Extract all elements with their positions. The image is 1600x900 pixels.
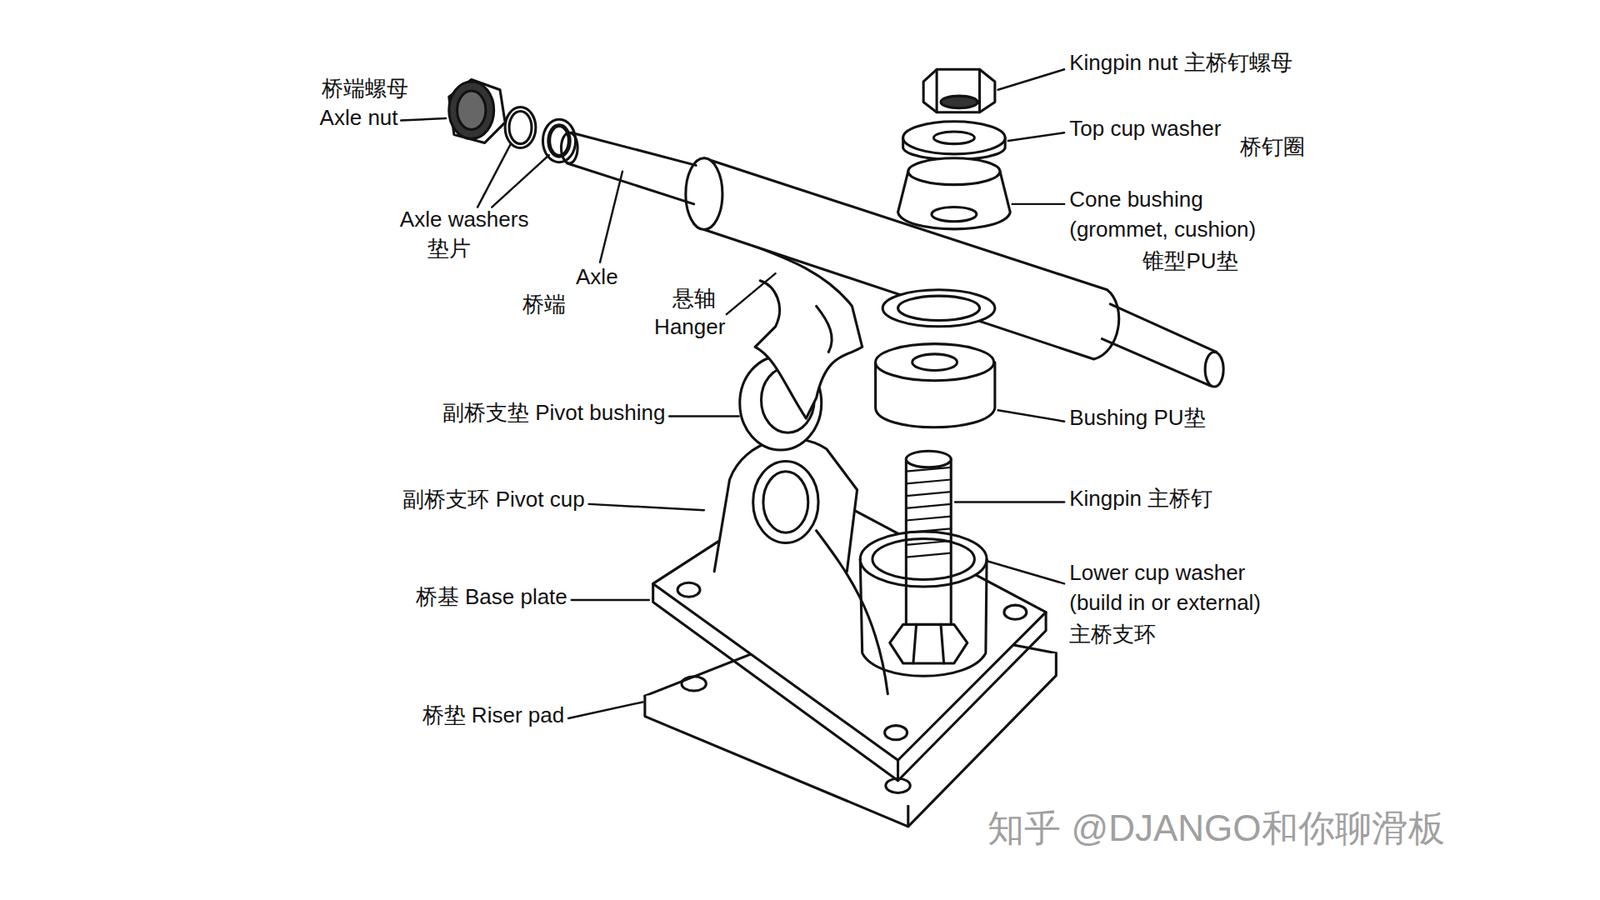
part-label: 桥端 xyxy=(522,292,566,317)
part-label: Lower cup washer xyxy=(1069,560,1245,585)
part-label: Kingpin 主桥钉 xyxy=(1069,486,1213,511)
part-label: 主桥支环 xyxy=(1069,622,1156,647)
part-label: 副桥支环 Pivot cup xyxy=(402,487,585,512)
part-label: Hanger xyxy=(654,315,725,340)
part-label: Axle xyxy=(575,265,619,290)
part-label: 桥端螺母 xyxy=(321,76,409,101)
part-label: Axle washers xyxy=(400,207,530,232)
part-label: 桥钉圈 xyxy=(1240,135,1305,160)
part-label: 垫片 xyxy=(427,236,471,261)
part-label: Cone bushing xyxy=(1069,187,1203,212)
part-label: (build in or external) xyxy=(1069,590,1261,615)
part-label: Top cup washer xyxy=(1069,116,1221,141)
part-label: 副桥支垫 Pivot bushing xyxy=(442,400,665,425)
watermark: 知乎 @DJANGO和你聊滑板 xyxy=(987,808,1445,849)
part-label: 桥基 Base plate xyxy=(415,585,568,610)
part-label: 悬轴 xyxy=(672,286,716,311)
part-label: 桥垫 Riser pad xyxy=(422,703,565,728)
part-label: (grommet, cushion) xyxy=(1069,217,1256,242)
part-label: Bushing PU垫 xyxy=(1069,405,1205,430)
part-label: Axle nut xyxy=(320,105,399,130)
part-label: 锥型PU垫 xyxy=(1142,249,1238,274)
part-label: Kingpin nut 主桥钉螺母 xyxy=(1069,50,1292,75)
